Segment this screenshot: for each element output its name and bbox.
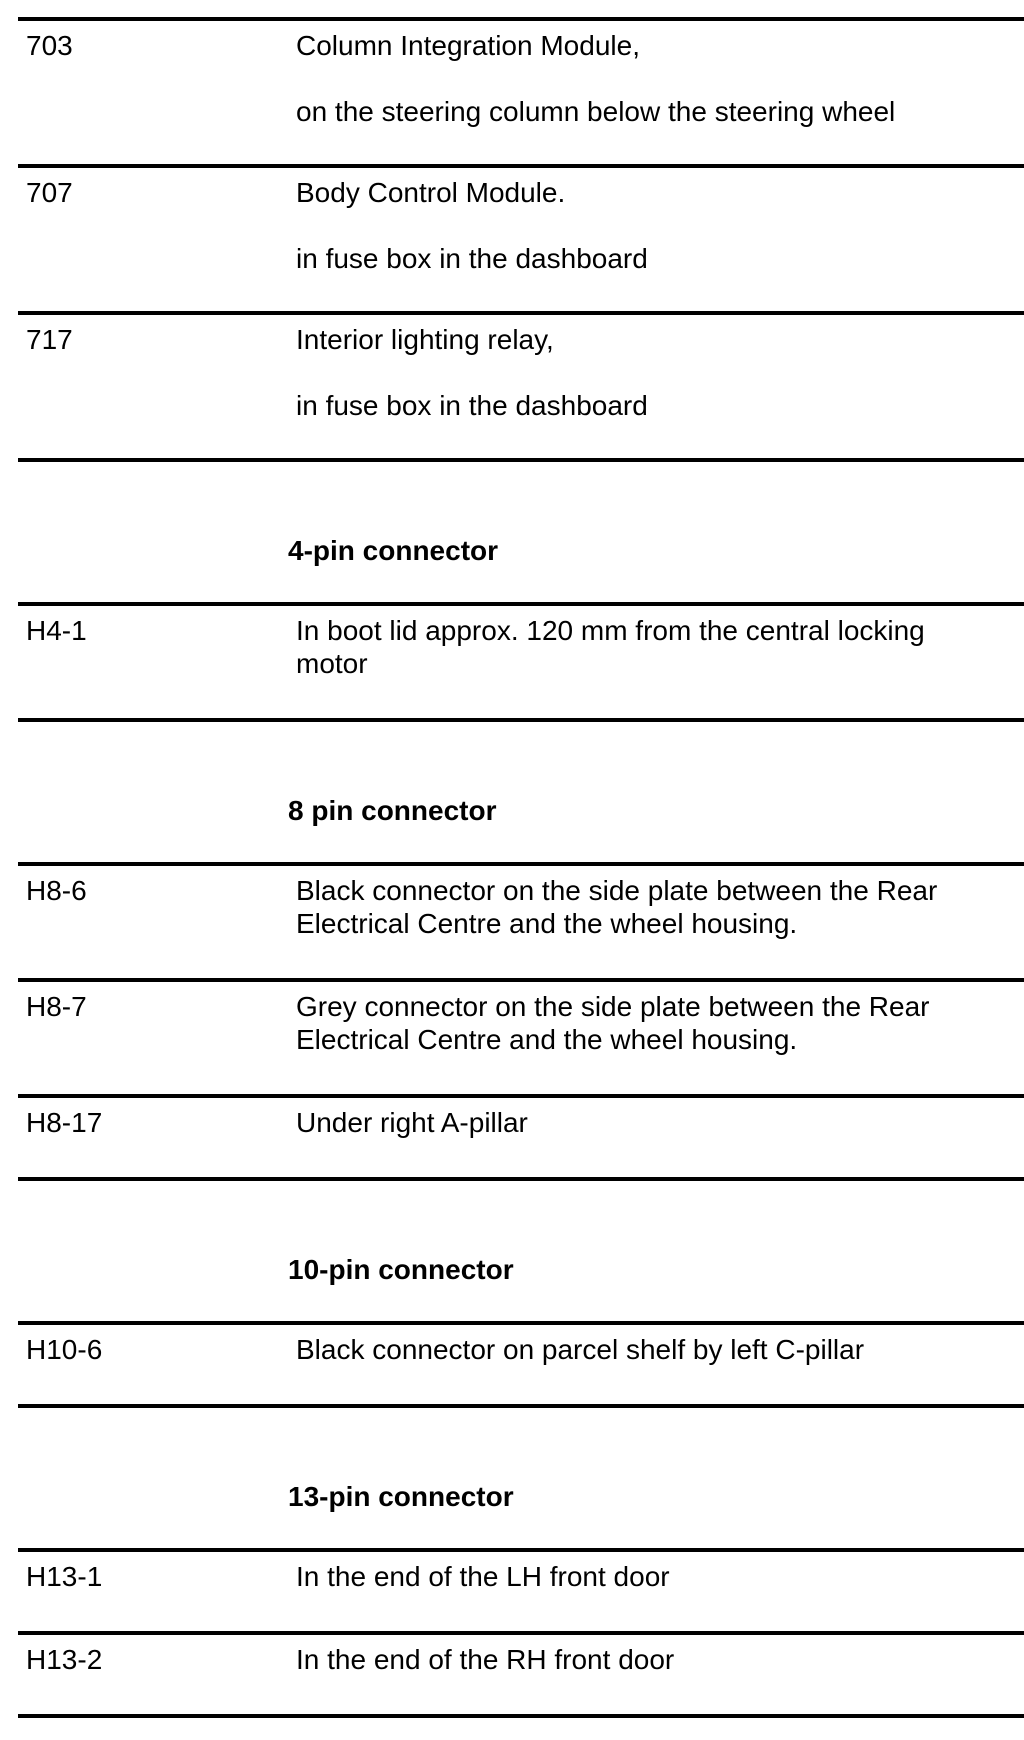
description-cell: Interior lighting relay, in fuse box in … <box>296 324 648 421</box>
code-cell: H8-6 <box>26 875 87 906</box>
bottom-rule <box>18 1714 1024 1718</box>
section-heading-4-pin-connector: 4-pin connector <box>18 458 1024 602</box>
table-row-h10-6: H10-6 Black connector on parcel shelf by… <box>18 1321 1024 1404</box>
description-cell: In the end of the RH front door <box>296 1644 675 1675</box>
code-cell: H10-6 <box>26 1334 103 1365</box>
description-cell: Black connector on parcel shelf by left … <box>296 1334 865 1365</box>
code-cell: 703 <box>26 30 73 61</box>
description-cell: Black connector on the side plate betwee… <box>296 875 938 939</box>
code-cell: H8-7 <box>26 991 87 1022</box>
section-heading-10-pin-connector: 10-pin connector <box>18 1177 1024 1321</box>
code-cell: H4-1 <box>26 615 87 646</box>
connector-location-table: 703 Column Integration Module, on the st… <box>18 17 1024 1718</box>
table-row-h4-1: H4-1 In boot lid approx. 120 mm from the… <box>18 602 1024 718</box>
description-cell: Grey connector on the side plate between… <box>296 991 930 1055</box>
description-cell: Column Integration Module, on the steeri… <box>296 30 896 127</box>
table-row-h13-2: H13-2 In the end of the RH front door <box>18 1631 1024 1714</box>
table-row-h8-7: H8-7 Grey connector on the side plate be… <box>18 978 1024 1094</box>
section-heading-8-pin-connector: 8 pin connector <box>18 718 1024 862</box>
table-row-h13-1: H13-1 In the end of the LH front door <box>18 1548 1024 1631</box>
table-row-h8-17: H8-17 Under right A-pillar <box>18 1094 1024 1177</box>
code-cell: H8-17 <box>26 1107 103 1138</box>
code-cell: H13-2 <box>26 1644 103 1675</box>
code-cell: 717 <box>26 324 73 355</box>
section-heading-13-pin-connector: 13-pin connector <box>18 1404 1024 1548</box>
description-cell: In boot lid approx. 120 mm from the cent… <box>296 615 925 679</box>
description-cell: Body Control Module. in fuse box in the … <box>296 177 648 274</box>
code-cell: 707 <box>26 177 73 208</box>
code-cell: H13-1 <box>26 1561 103 1592</box>
table-row-717: 717 Interior lighting relay, in fuse box… <box>18 311 1024 458</box>
description-cell: In the end of the LH front door <box>296 1561 670 1592</box>
table-row-h8-6: H8-6 Black connector on the side plate b… <box>18 862 1024 978</box>
description-cell: Under right A-pillar <box>296 1107 528 1138</box>
table-row-707: 707 Body Control Module. in fuse box in … <box>18 164 1024 311</box>
table-row-703: 703 Column Integration Module, on the st… <box>18 17 1024 164</box>
